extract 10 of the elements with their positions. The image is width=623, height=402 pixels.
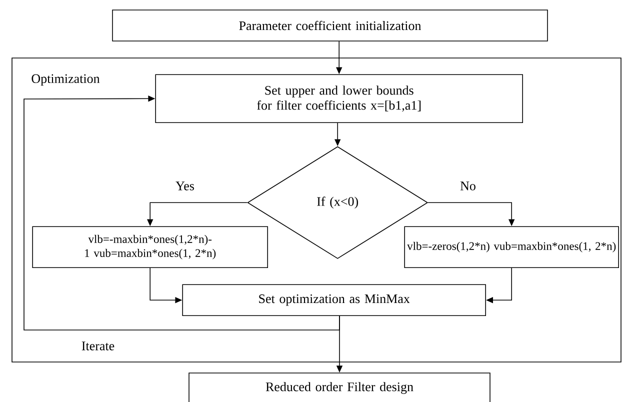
edge-label: Iterate	[80, 340, 116, 352]
process-box: vlb=-zeros(1,2*n) vub=maxbin*ones(1, 2*n)	[404, 226, 619, 268]
process-box: vlb=-maxbin*ones(1,2*n)-1 vub=maxbin*ones(1, 2*n)	[32, 226, 268, 268]
terminal-box: Reduced order Filter design	[188, 372, 490, 402]
process-box: Parameter coefficient initialization	[112, 10, 548, 42]
process-box: Set optimization as MinMax	[182, 284, 486, 316]
edge-label: Yes	[174, 180, 196, 192]
edge-label: No	[459, 180, 477, 192]
arrow	[24, 96, 340, 330]
process-box: Set upper and lower bounds for filter coefficients x=[b1,a1]	[155, 74, 523, 123]
